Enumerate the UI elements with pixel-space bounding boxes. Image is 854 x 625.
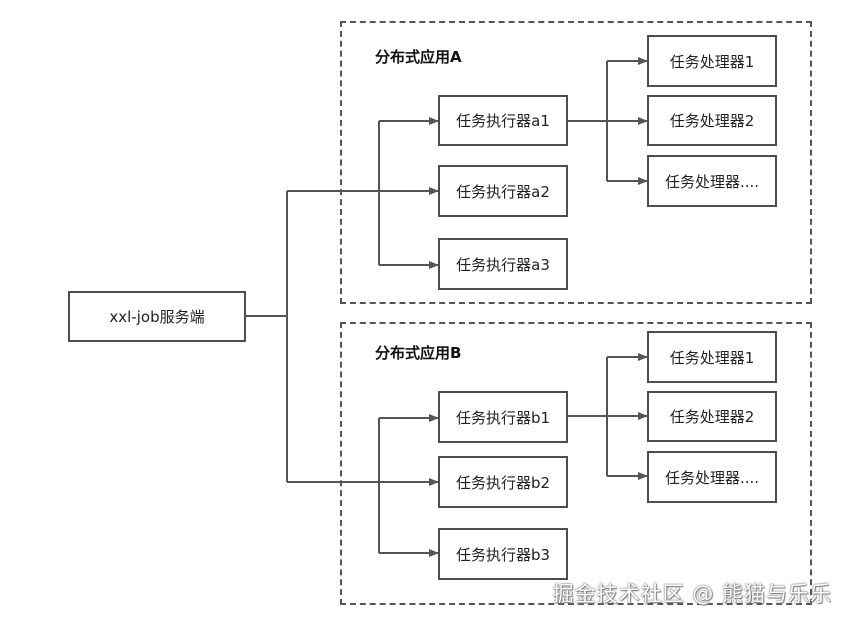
server-node[interactable]: xxl-job服务端 [68, 291, 246, 342]
edge-server-trunk [246, 191, 288, 482]
executor-a1[interactable]: 任务执行器a1 [438, 95, 568, 146]
group-a-container [340, 21, 812, 304]
handler-b-1[interactable]: 任务处理器1 [647, 331, 777, 383]
handler-b-2[interactable]: 任务处理器2 [647, 391, 777, 442]
group-b-title: 分布式应用B [375, 344, 462, 362]
executor-b1[interactable]: 任务执行器b1 [438, 391, 568, 443]
executor-a3[interactable]: 任务执行器a3 [438, 238, 568, 290]
executor-a2[interactable]: 任务执行器a2 [438, 165, 568, 217]
handler-a-2[interactable]: 任务处理器2 [647, 95, 777, 146]
handler-a-1[interactable]: 任务处理器1 [647, 35, 777, 87]
executor-b3[interactable]: 任务执行器b3 [438, 528, 568, 580]
handler-b-3[interactable]: 任务处理器.... [647, 451, 777, 503]
watermark-text: 掘金技术社区 @ 熊猫与乐乐 [552, 582, 832, 606]
group-a-title: 分布式应用A [375, 48, 462, 66]
handler-a-3[interactable]: 任务处理器.... [647, 155, 777, 207]
executor-b2[interactable]: 任务执行器b2 [438, 456, 568, 508]
group-b-container [340, 322, 812, 605]
